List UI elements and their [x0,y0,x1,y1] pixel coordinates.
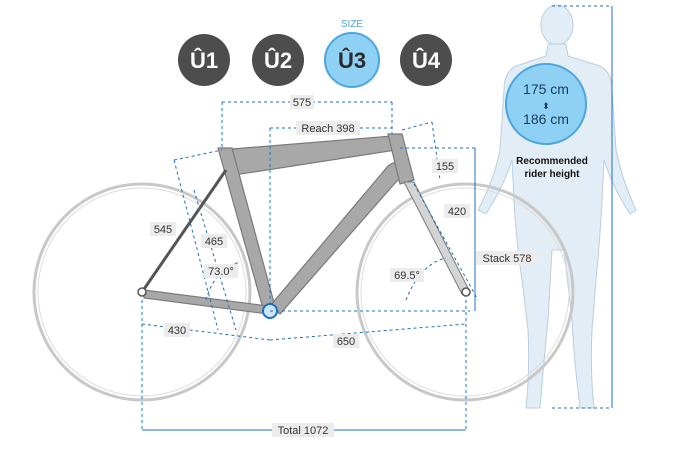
rider-height-max: 186 cm [523,111,569,127]
svg-text:Total 1072: Total 1072 [278,425,329,437]
svg-text:155: 155 [436,161,454,173]
svg-text:73.0°: 73.0° [208,266,234,278]
seat-stay [140,169,228,293]
svg-text:Stack 578: Stack 578 [483,253,532,265]
label-total: Total 1072 [272,423,334,437]
label-front-center: 650 [333,334,359,348]
label-fork-length: 420 [444,204,470,218]
rider-height-badge: 175 cm ⬍ 186 cm [505,63,587,145]
size-button-u1[interactable]: Û1 [178,34,230,86]
svg-text:465: 465 [205,236,223,248]
range-arrow-icon: ⬍ [542,101,550,111]
label-top-tube: 575 [290,95,314,109]
size-button-u2[interactable]: Û2 [252,34,304,86]
label-chainstay: 430 [164,323,190,337]
svg-text:69.5°: 69.5° [394,270,420,282]
svg-text:650: 650 [337,336,355,348]
label-seat-tube-ct: 545 [150,222,176,236]
label-seat-angle: 73.0° [204,264,238,278]
label-head-tube: 155 [432,159,458,173]
label-seat-tube-cc: 465 [201,234,227,248]
svg-text:420: 420 [448,206,466,218]
size-heading: SIZE [341,19,364,30]
label-head-angle: 69.5° [390,268,424,282]
size-button-u3[interactable]: Û3 [324,32,380,88]
rider-caption-line2: rider height [524,169,580,180]
svg-text:Reach 398: Reach 398 [301,123,354,135]
rider-height-min: 175 cm [523,81,569,97]
rear-axle [137,287,147,297]
rider-silhouette [477,4,637,409]
svg-text:430: 430 [168,325,186,337]
svg-text:575: 575 [293,97,311,109]
front-axle [461,287,471,297]
label-reach: Reach 398 [296,121,360,135]
front-wheel [355,182,575,402]
size-label: Û2 [264,48,292,73]
bike-frame [143,133,415,315]
size-label: Û1 [190,48,218,73]
size-button-u4[interactable]: Û4 [400,34,452,86]
rider-caption-line1: Recommended [516,156,588,167]
size-label: Û4 [412,48,441,73]
svg-text:545: 545 [154,224,172,236]
label-stack: Stack 578 [476,251,538,265]
size-label: Û3 [338,48,366,73]
